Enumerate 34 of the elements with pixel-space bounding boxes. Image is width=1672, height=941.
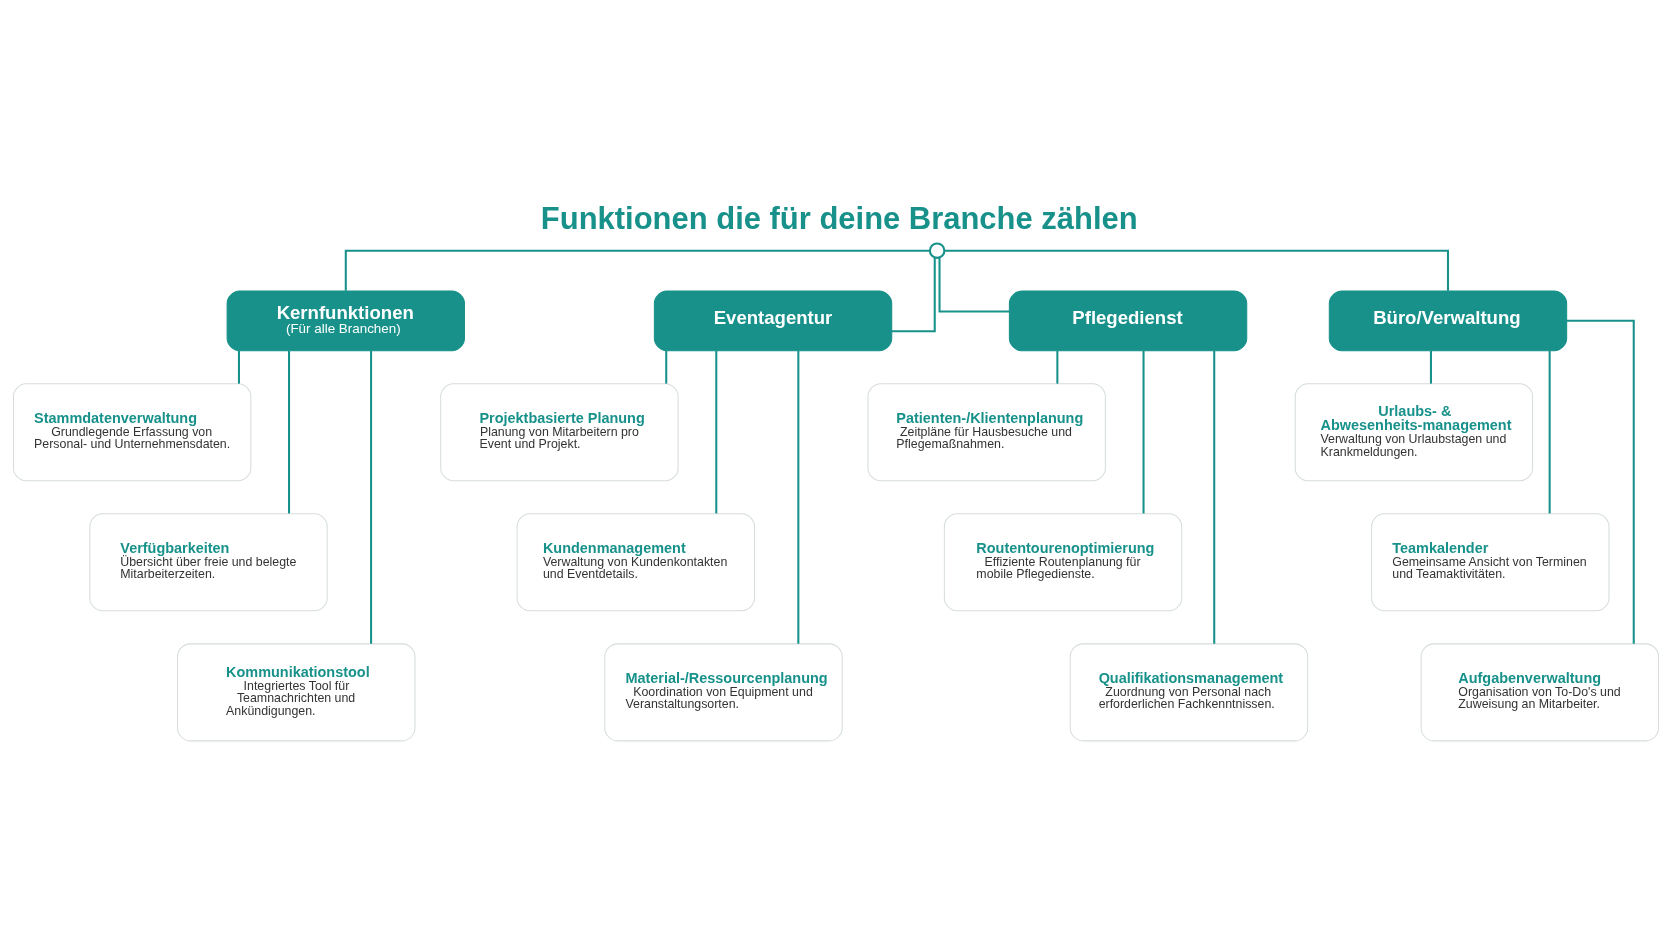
node-box: Aufgabenverwaltung Organisation von To-Do's und Zuweisung an Mitarbeiter. bbox=[1420, 642, 1660, 741]
node-box: Routentourenoptimierung Effiziente Routenplanung für mobile Pflegedienste. bbox=[943, 512, 1183, 611]
connector bbox=[1429, 350, 1432, 384]
node-box: Kommunikationstool Integriertes Tool für Teamnachrichten und Ankündigungen. bbox=[177, 642, 416, 741]
node-box: Patienten-/Klientenplanung Zeitpläne für Hausbesuche und Pflegemaßnahmen. bbox=[867, 382, 1106, 481]
connector bbox=[1056, 350, 1059, 384]
connector bbox=[944, 249, 1449, 291]
node-box: Kundenmanagement Verwaltung von Kundenkontakten und Eventdetails. bbox=[516, 512, 755, 611]
connector bbox=[1548, 350, 1551, 513]
node-box: Projektbasierte Planung Planung von Mitarbeitern pro Event und Projekt. bbox=[440, 382, 679, 481]
node-box: Stammdatenverwaltung Grundlegende Erfassung von Personal- und Unternehmensdaten. bbox=[12, 382, 252, 481]
node-box: Verfügbarkeiten Übersicht über freie und belegte Mitarbeiterzeiten. bbox=[89, 512, 328, 611]
connector bbox=[938, 257, 1010, 313]
node-box: Kernfunktionen (Für alle Branchen) bbox=[226, 289, 465, 351]
node-box: Teamkalender Gemeinsame Ansicht von Terminen und Teamaktivitäten. bbox=[1371, 512, 1610, 611]
connector bbox=[288, 350, 291, 513]
node-circle bbox=[928, 241, 946, 259]
node-box: Urlaubs- & Abwesenheits-management Verwaltung von Urlaubstagen und Krankmeldungen. bbox=[1294, 382, 1534, 481]
connector bbox=[665, 350, 668, 384]
connector bbox=[1213, 350, 1216, 644]
node-box: Material-/Ressourcenplanung Koordination von Equipment und Veranstaltungsorten. bbox=[604, 642, 843, 741]
node-box: Pflegedienst bbox=[1008, 289, 1248, 351]
connector bbox=[237, 350, 240, 384]
connector bbox=[344, 249, 930, 291]
connector bbox=[1142, 350, 1145, 513]
node-box: Qualifikationsmanagement Zuordnung von Personal nach erforderlichen Fachkenntnissen. bbox=[1069, 642, 1309, 741]
connector bbox=[370, 350, 373, 644]
node-box: Büro/Verwaltung bbox=[1328, 289, 1568, 351]
connector bbox=[891, 257, 936, 332]
connector bbox=[797, 350, 800, 644]
node-box: Eventagentur bbox=[653, 289, 893, 351]
diagram-title: Funktionen die für deine Branche zählen bbox=[540, 200, 1138, 236]
connector bbox=[1566, 319, 1635, 644]
connector bbox=[715, 350, 718, 513]
